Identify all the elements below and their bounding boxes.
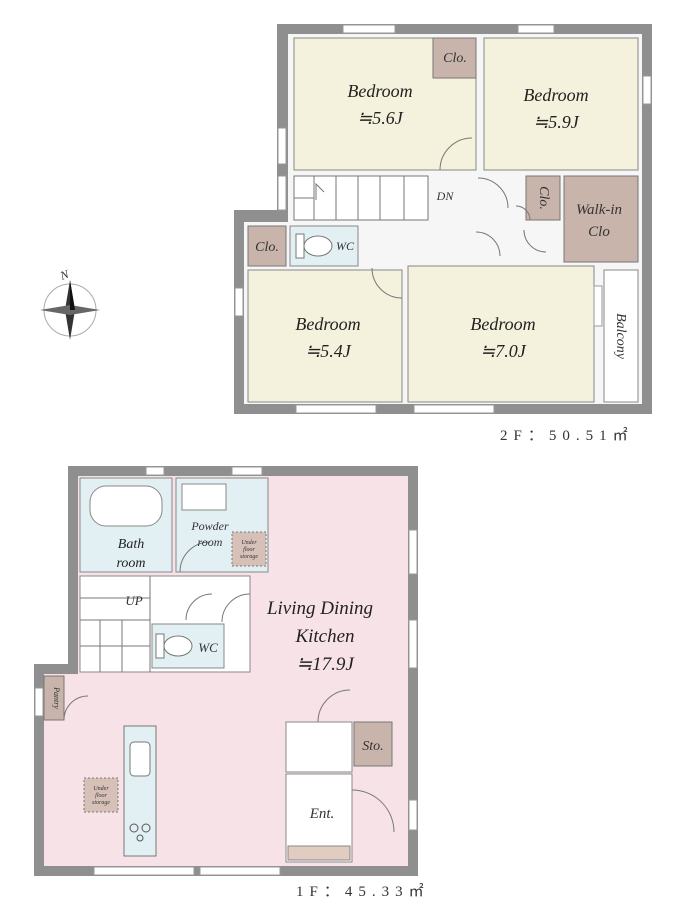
ldk-label-1: Living Dining xyxy=(266,598,373,619)
closet-right xyxy=(525,175,561,221)
storage-a-label-3: storage xyxy=(240,554,258,560)
powder-label-1: Powder xyxy=(190,519,229,533)
entrance-label: Ent. xyxy=(309,806,335,822)
floor-2-plan: Bedroom ≒5.6J Bedroom ≒5.9J Bedroom ≒5.4… xyxy=(234,24,652,444)
closet-a-label: Clo. xyxy=(443,51,467,66)
bathtub-icon xyxy=(89,485,163,527)
ldk-size-label: ≒17.9J xyxy=(296,654,355,675)
compass-rose-icon: N xyxy=(40,267,100,340)
door-swings-1f xyxy=(63,541,395,833)
closet-b-label: Clo. xyxy=(255,240,279,255)
walk-in-label-2: Clo xyxy=(588,224,610,240)
pantry xyxy=(43,675,65,721)
bedroom-5-4j xyxy=(247,269,403,403)
kitchen-counter xyxy=(123,725,157,857)
bedroom-b-size: ≒5.9J xyxy=(533,112,580,132)
wc-2f-label: WC xyxy=(336,239,355,253)
bedroom-7-0j xyxy=(407,265,595,403)
compass-north-label: N xyxy=(57,267,71,284)
bedroom-5-9j xyxy=(483,37,639,171)
bedroom-a-name: Bedroom xyxy=(347,81,412,101)
windows-1f xyxy=(34,466,418,876)
pantry-label: Pantry xyxy=(52,686,61,709)
under-floor-storage-b xyxy=(83,777,119,813)
bedroom-a-size: ≒5.6J xyxy=(357,108,404,128)
bedroom-c-size: ≒5.4J xyxy=(305,341,352,361)
floor-2-area: 2F：50.51㎡ xyxy=(500,427,634,444)
windows-2f xyxy=(234,24,652,414)
bath-label-2: room xyxy=(116,556,145,571)
closet-left xyxy=(247,225,287,267)
shoe-cabinet xyxy=(287,845,351,861)
washbasin-icon xyxy=(181,483,227,511)
walk-in-label-1: Walk-in xyxy=(576,202,622,218)
bedroom-d-size: ≒7.0J xyxy=(480,341,527,361)
stove-icon xyxy=(129,823,151,842)
floor-1-plan: Bath room Powder room Under floor storag… xyxy=(34,466,430,900)
wc-1f-label: WC xyxy=(198,640,218,655)
walk-in-closet xyxy=(563,175,639,263)
storage-b-label-1: Under xyxy=(93,786,109,792)
floor-1-area: 1F：45.33㎡ xyxy=(296,883,430,900)
storage-room xyxy=(353,721,393,767)
storage-a-label-2: floor xyxy=(243,546,255,553)
closet-c-label: Clo. xyxy=(536,186,551,210)
stairs-2f xyxy=(293,175,429,221)
toilet-1f-icon xyxy=(155,633,193,659)
under-floor-storage-a xyxy=(231,531,267,567)
stairs-dn-label: DN xyxy=(436,189,455,203)
bath-label-1: Bath xyxy=(118,537,144,552)
balcony-label: Balcony xyxy=(613,313,628,360)
powder-label-2: room xyxy=(198,535,223,549)
bedroom-d-name: Bedroom xyxy=(470,314,535,334)
stairs-1f xyxy=(80,576,151,672)
toilet-2f-icon xyxy=(295,233,333,259)
storage-room-label: Sto. xyxy=(362,739,383,754)
storage-b-label-3: storage xyxy=(92,800,110,806)
storage-b-label-2: floor xyxy=(95,792,107,799)
hallway-1f xyxy=(285,721,353,773)
door-swings-2f xyxy=(371,137,547,299)
bedroom-b-name: Bedroom xyxy=(523,85,588,105)
stairs-up-label: UP xyxy=(125,593,142,608)
bedroom-c-name: Bedroom xyxy=(295,314,360,334)
sink-icon xyxy=(129,741,151,777)
balcony xyxy=(603,269,639,403)
closet-top xyxy=(432,37,477,79)
storage-a-label-1: Under xyxy=(241,540,257,546)
ldk-label-2: Kitchen xyxy=(294,626,354,647)
